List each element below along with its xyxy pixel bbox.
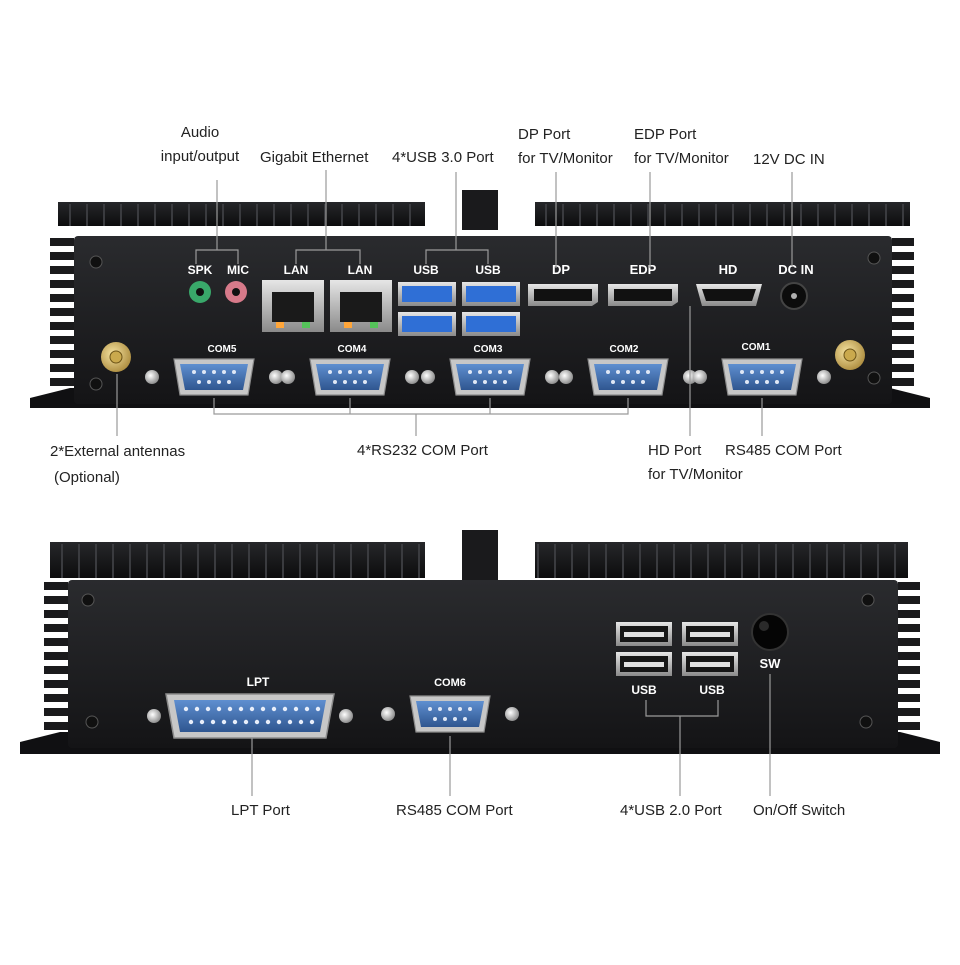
usb-label-4: USB	[699, 683, 725, 697]
power-switch: SW	[751, 613, 789, 671]
panel-screw-icon	[85, 715, 99, 729]
top-com-ports	[145, 358, 831, 396]
lan-ports: LAN LAN	[262, 263, 392, 332]
usb-port-icon	[398, 282, 456, 336]
usb-port-icon	[682, 622, 738, 676]
dc-in-label: DC IN	[778, 262, 813, 277]
callout-ethernet: Gigabit Ethernet	[260, 149, 369, 166]
com5-label: COM5	[208, 344, 237, 355]
serial-port-icon	[381, 695, 519, 733]
panel-screw-icon	[861, 593, 875, 607]
callout-dc-in: 12V DC IN	[753, 151, 825, 168]
hd-label: HD	[719, 262, 738, 277]
callout-hd-line2: for TV/Monitor	[648, 466, 743, 483]
com2-label: COM2	[610, 344, 639, 355]
bottom-leader-lines	[251, 674, 771, 796]
dp-label: DP	[552, 262, 570, 277]
lpt-connector: LPT	[147, 675, 353, 739]
mic-label: MIC	[227, 263, 249, 277]
edp-label: EDP	[630, 262, 657, 277]
callout-lpt: LPT Port	[231, 802, 290, 819]
callout-hd: HD Port for TV/Monitor	[648, 439, 743, 487]
panel-screw-icon	[859, 715, 873, 729]
com3-label: COM3	[474, 344, 503, 355]
usb2-ports: USB USB	[616, 622, 738, 697]
com1-label: COM1	[742, 342, 771, 353]
callout-hd-line1: HD Port	[648, 442, 702, 459]
com-port-labels: COM5 COM4 COM3 COM2 COM1	[208, 342, 771, 355]
callout-dp-line2: for TV/Monitor	[518, 150, 613, 167]
callout-antennas-line1: 2*External antennas	[50, 443, 186, 460]
panel-screw-icon	[89, 377, 103, 391]
panel-screw-icon	[81, 593, 95, 607]
serial-port-icon	[559, 358, 697, 396]
callout-switch: On/Off Switch	[753, 802, 846, 819]
callout-antennas: 2*External antennas (Optional)	[50, 439, 185, 491]
callout-audio: Audio input/output	[150, 121, 250, 169]
callout-dp: DP Port for TV/Monitor	[518, 123, 613, 171]
lan-label-1: LAN	[284, 263, 309, 277]
panel-screw-icon	[867, 251, 881, 265]
panel-screw-icon	[867, 371, 881, 385]
audio-jacks: SPK MIC	[188, 263, 249, 303]
com6-label: COM6	[434, 677, 466, 689]
callout-dp-line1: DP Port	[518, 126, 571, 143]
spk-label: SPK	[188, 263, 213, 277]
callout-rs485-top: RS485 COM Port	[725, 442, 842, 459]
usb-label-3: USB	[631, 683, 657, 697]
usb3-ports: USB USB	[398, 263, 520, 336]
panel-screw-icon	[89, 255, 103, 269]
callout-usb3: 4*USB 3.0 Port	[392, 149, 494, 166]
lpt-label: LPT	[247, 675, 270, 689]
antenna-connectors	[101, 340, 865, 372]
usb-label-2: USB	[475, 263, 501, 277]
callout-edp-line1: EDP Port	[634, 126, 697, 143]
callout-rs232: 4*RS232 COM Port	[357, 442, 488, 459]
callout-edp: EDP Port for TV/Monitor	[634, 123, 729, 171]
serial-port-icon	[145, 358, 283, 396]
sw-label: SW	[760, 656, 782, 671]
callout-antennas-line2: (Optional)	[54, 469, 120, 486]
usb-port-icon	[616, 622, 672, 676]
callout-audio-line1: Audio	[180, 124, 220, 141]
serial-port-icon	[281, 358, 419, 396]
usb-label-1: USB	[413, 263, 439, 277]
callout-audio-line2: input/output	[160, 148, 240, 165]
top-leader-lines	[116, 170, 793, 436]
com4-label: COM4	[338, 344, 367, 355]
callout-usb2: 4*USB 2.0 Port	[620, 802, 722, 819]
callout-rs485-bottom: RS485 COM Port	[396, 802, 513, 819]
callout-edp-line2: for TV/Monitor	[634, 150, 729, 167]
com6-connector	[381, 695, 519, 733]
power-button-icon	[751, 613, 789, 651]
usb-port-icon	[462, 282, 520, 336]
lan-label-2: LAN	[348, 263, 373, 277]
serial-port-icon	[421, 358, 559, 396]
serial-port-icon	[693, 358, 831, 396]
